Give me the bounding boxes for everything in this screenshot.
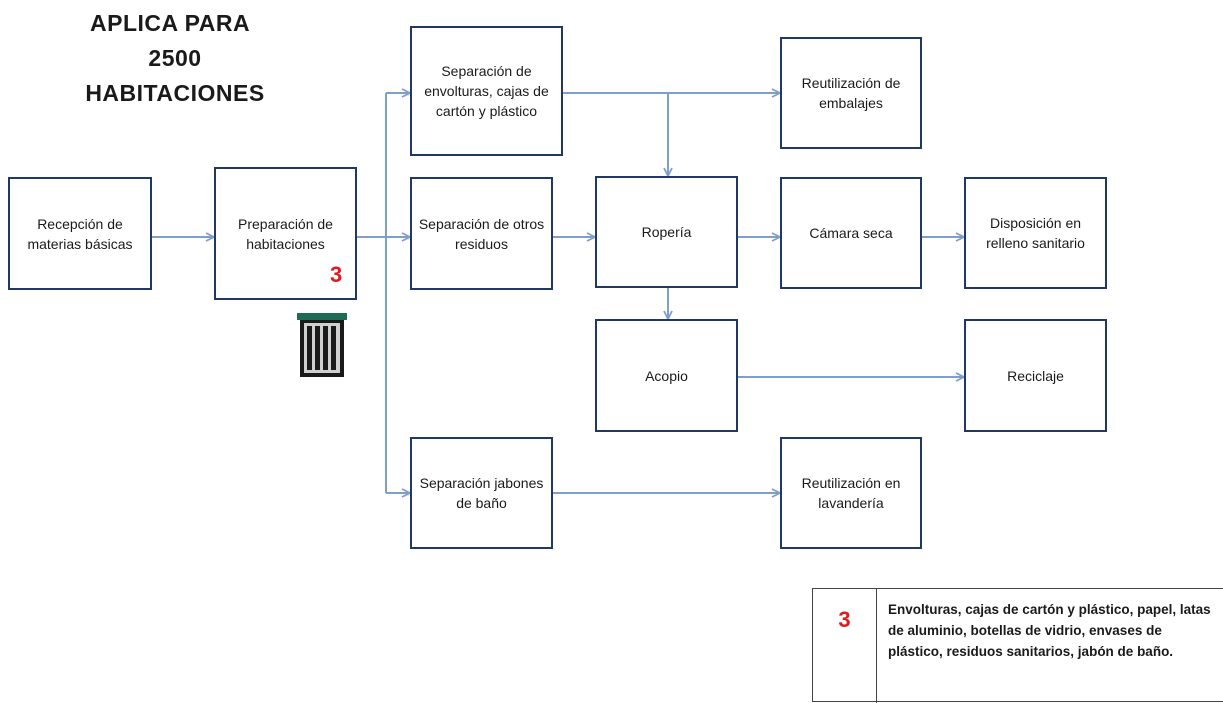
box-reciclaje: Reciclaje [964, 319, 1107, 432]
box-roperia: Ropería [595, 176, 738, 288]
box-separacion-envolturas: Separación de envolturas, cajas de cartó… [410, 26, 563, 156]
box-reutilizacion-lavanderia: Reutilización en lavandería [780, 437, 922, 549]
title-line-3: HABITACIONES [85, 80, 265, 106]
box-disposicion: Disposición en relleno sanitario [964, 177, 1107, 289]
title-line-1: APLICA PARA [90, 10, 251, 36]
box-separacion-jabones: Separación jabones de baño [410, 437, 553, 549]
box-recepcion: Recepción de materias básicas [8, 177, 152, 290]
box-acopio: Acopio [595, 319, 738, 432]
badge-number: 3 [330, 262, 343, 287]
trash-can-icon [296, 312, 348, 383]
legend-text: Envolturas, cajas de cartón y plástico, … [888, 602, 1211, 659]
title-line-2: 2500 [148, 45, 202, 71]
legend-number: 3 [813, 589, 877, 703]
diagram-title: APLICA PARA 2500 HABITACIONES [60, 6, 290, 111]
legend-table: 3 Envolturas, cajas de cartón y plástico… [812, 588, 1223, 703]
box-camara-seca: Cámara seca [780, 177, 922, 289]
box-reutilizacion-embalajes: Reutilización de embalajes [780, 37, 922, 149]
box-preparacion: Preparación de habitaciones [214, 167, 357, 300]
box-separacion-otros: Separación de otros residuos [410, 177, 553, 290]
